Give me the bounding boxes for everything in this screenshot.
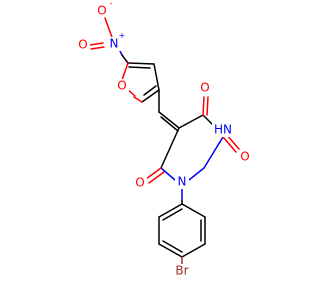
bond-n-o-top [104, 17, 114, 41]
atom-br: Br [172, 264, 192, 278]
svg-text:O: O [135, 176, 144, 190]
atom-o-furan: O [115, 79, 129, 93]
atom-o-nitro-top: O - [95, 0, 113, 18]
svg-text:HN: HN [214, 123, 232, 137]
bond-furan-1-inner [128, 66, 151, 69]
bond-pyr-4 [203, 136, 224, 169]
structure-svg: O - N + O O O HN [76, 0, 252, 278]
bond-n-o-left-b [90, 46, 105, 50]
atom-o-carbonyl-left: O [133, 176, 147, 190]
atoms: O - N + O O O HN [76, 0, 252, 278]
molecule-diagram: O - N + O O O HN [76, 0, 252, 278]
bond-co-right-a [222, 136, 237, 153]
bond-furan-2 [153, 63, 160, 91]
bond-ar-3 [181, 243, 206, 258]
bond-ar-4-inner [162, 240, 183, 253]
svg-text:+: + [119, 31, 126, 40]
svg-text:O: O [117, 79, 126, 93]
svg-text:-: - [110, 0, 113, 8]
bond-furan-o-b [121, 62, 129, 81]
bond-pyr-6 [160, 167, 176, 181]
svg-text:O: O [240, 150, 249, 164]
bond-co-top-a [202, 96, 205, 116]
bond-furan-3 [141, 89, 160, 103]
atom-o-nitro-left: O [76, 38, 90, 52]
bond-ar-1 [181, 203, 206, 218]
bond-furan-3-inner [143, 85, 157, 96]
bond-pyr-7 [160, 127, 180, 169]
bond-n-o-left-a [89, 42, 104, 46]
svg-text:N: N [178, 175, 187, 189]
bond-co-left-a [145, 167, 162, 180]
atom-n-nitro: N + [107, 31, 125, 51]
bond-pyr-5 [188, 167, 205, 181]
bond-pyr-1 [178, 114, 204, 129]
bond-ar-6-inner [162, 208, 183, 221]
atom-hn-imide: HN [212, 123, 234, 137]
atom-o-carbonyl-top: O [198, 81, 212, 95]
bond-ar-4 [158, 243, 183, 258]
svg-text:O: O [200, 81, 209, 95]
atom-n-ring: N [175, 175, 189, 189]
bond-n-c-2 [121, 54, 129, 64]
bond-ar-6 [158, 203, 183, 218]
bond-co-top-b [206, 96, 209, 116]
bond-furan-1 [127, 62, 155, 65]
bond-alkene-2 [158, 111, 180, 129]
svg-text:N: N [110, 37, 119, 51]
bonds [89, 17, 240, 266]
atom-o-carbonyl-right: O [238, 150, 252, 164]
svg-text:O: O [78, 38, 87, 52]
svg-text:Br: Br [175, 264, 188, 278]
bond-furan-o-c [133, 96, 143, 103]
bond-co-left-b [148, 171, 165, 184]
bond-alkene-2-inner [160, 116, 179, 132]
svg-text:O: O [97, 4, 106, 18]
